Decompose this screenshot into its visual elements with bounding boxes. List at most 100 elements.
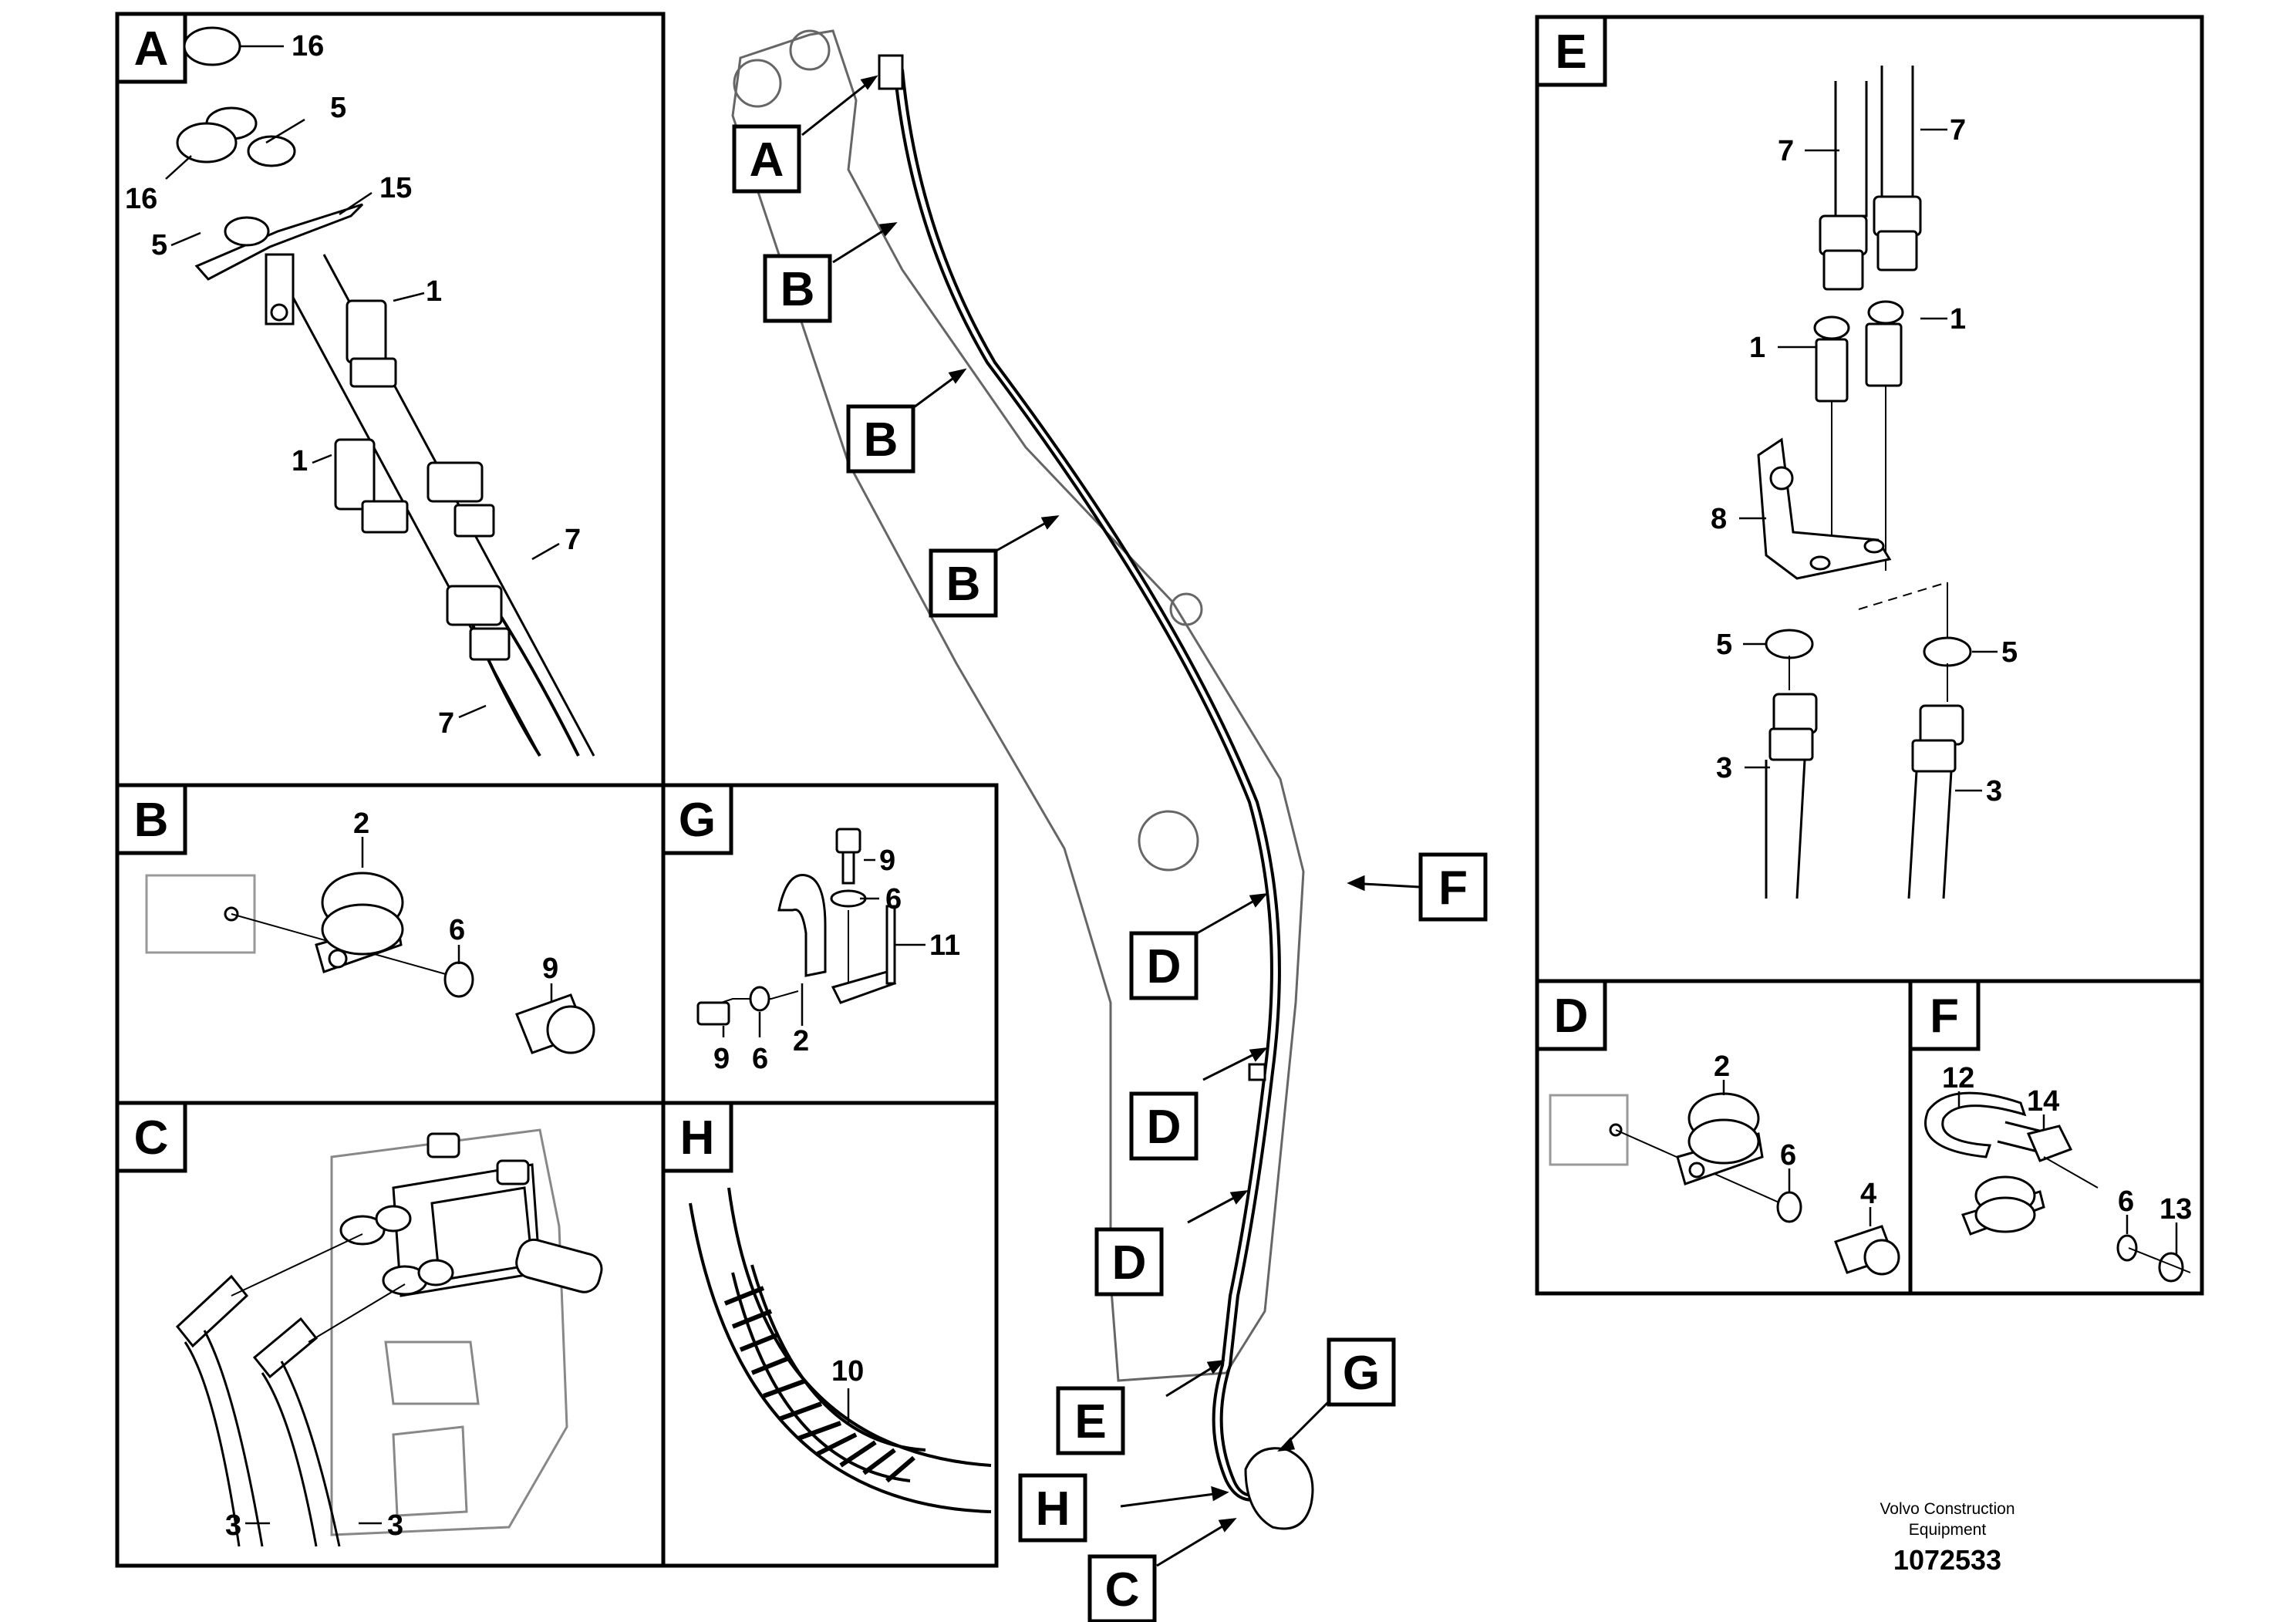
part-number-7: 7	[565, 524, 581, 556]
callout-box-g: G	[1327, 1337, 1396, 1407]
part-number-5: 5	[1716, 629, 1732, 661]
clamp-assembly-drawing	[145, 872, 595, 1054]
part-number-9: 9	[542, 953, 558, 985]
panel-g: G 9 6 11 9 6 2	[661, 783, 999, 1105]
callout-letter-d: D	[1147, 1101, 1182, 1154]
part-number-1: 1	[1749, 332, 1765, 364]
callout-box-b: B	[929, 548, 998, 618]
callout-letter-h: H	[1036, 1482, 1070, 1536]
panel-h-letter: H	[680, 1111, 715, 1165]
panel-f: F 12 14 6 13	[1908, 979, 2204, 1296]
part-number-3: 3	[1716, 752, 1732, 784]
part-number-2: 2	[353, 808, 369, 840]
part-number-14: 14	[2027, 1085, 2059, 1118]
panel-f-letter-box	[1908, 979, 1981, 1051]
footer: Volvo Construction Equipment 1072533	[1880, 1500, 2014, 1576]
panel-e-letter: E	[1555, 25, 1586, 79]
panel-a-part-numbers: 16 5 16 15 5 1 1 7 7	[125, 30, 581, 740]
panel-a-letter: A	[134, 22, 169, 76]
part-number-7: 7	[1778, 135, 1794, 167]
panel-d: D 2 6 4	[1535, 979, 1913, 1296]
part-number-7: 7	[438, 707, 454, 740]
panel-f-leaders	[1957, 1091, 2178, 1256]
part-number-15: 15	[379, 172, 412, 204]
panel-d-letter-box	[1535, 979, 1607, 1051]
panel-g-letter-box	[661, 783, 733, 855]
panel-c-part-numbers: 3 3	[225, 1509, 403, 1542]
panel-e-part-numbers: 7 7 1 1 8 5 5 3 3	[1711, 114, 2018, 808]
callout-box-b: B	[846, 404, 915, 474]
u-bolt-clamp-drawing	[1924, 1091, 2191, 1283]
panel-c-letter: C	[134, 1111, 169, 1165]
hose-guard-drawing	[689, 1187, 992, 1513]
panel-c: C 3 3	[115, 1101, 666, 1568]
callout-box-f: F	[1418, 852, 1488, 922]
part-number-1: 1	[426, 275, 442, 308]
callout-letter-c: C	[1105, 1563, 1140, 1617]
part-number-2: 2	[793, 1025, 809, 1057]
panel-d-leaders	[1722, 1080, 1872, 1226]
part-number-6: 6	[885, 883, 902, 916]
panel-g-letter: G	[679, 794, 716, 847]
part-number-16: 16	[292, 30, 324, 62]
panel-d-part-numbers: 2 6 4	[1714, 1050, 1876, 1210]
callout-letter-g: G	[1343, 1347, 1380, 1400]
panel-e-letter-box	[1535, 15, 1607, 87]
callout-box-e: E	[1056, 1386, 1125, 1455]
part-number-10: 10	[831, 1355, 864, 1388]
panel-f-part-numbers: 12 14 6 13	[1942, 1062, 2192, 1226]
callout-letter-a: A	[750, 133, 784, 187]
callout-box-d: D	[1094, 1227, 1164, 1297]
panel-g-leaders	[722, 858, 925, 1037]
panel-c-letter-box	[115, 1101, 187, 1173]
panel-e-frame	[1535, 15, 2204, 983]
callout-box-b: B	[763, 254, 832, 323]
part-number-6: 6	[2118, 1185, 2134, 1218]
callout-box-c: C	[1087, 1554, 1157, 1622]
valve-block-drawing	[175, 1128, 603, 1547]
part-number-7: 7	[1950, 114, 1966, 147]
panel-b-letter-box	[115, 783, 187, 855]
panel-b-part-numbers: 2 6 9	[353, 808, 558, 985]
callout-box-h: H	[1018, 1473, 1087, 1543]
part-number-9: 9	[713, 1043, 730, 1075]
callout-letter-b: B	[946, 558, 981, 611]
part-number-3: 3	[1986, 775, 2002, 808]
panel-f-letter: F	[1930, 990, 1959, 1043]
hose-fitting-assembly-drawing	[176, 26, 595, 757]
panel-h-frame	[661, 1101, 999, 1568]
panel-f-frame	[1908, 979, 2204, 1296]
panel-g-part-numbers: 9 6 11 9 6 2	[713, 845, 960, 1075]
callout-box-d: D	[1129, 931, 1199, 1000]
callout-letter-f: F	[1438, 862, 1468, 915]
part-number-1: 1	[292, 445, 308, 477]
part-number-1: 1	[1950, 303, 1966, 336]
part-number-2: 2	[1714, 1050, 1730, 1083]
part-number-6: 6	[1780, 1139, 1796, 1172]
part-number-6: 6	[449, 914, 465, 946]
callout-letter-b: B	[781, 263, 815, 316]
figure-number: 1072533	[1893, 1544, 2001, 1576]
part-number-5: 5	[151, 229, 167, 261]
part-number-3: 3	[387, 1509, 403, 1542]
bracket-clamp-drawing	[696, 828, 897, 1026]
panel-a: A	[115, 12, 666, 787]
part-number-3: 3	[225, 1509, 241, 1542]
part-number-11: 11	[929, 929, 960, 962]
panel-a-leaders	[165, 45, 560, 719]
part-number-16: 16	[125, 183, 157, 215]
panel-h-letter-box	[661, 1101, 733, 1173]
panel-b-leaders	[361, 837, 553, 1003]
callout-letter-d: D	[1112, 1236, 1147, 1290]
panel-a-letter-box	[115, 12, 187, 84]
panel-h: H 10	[661, 1101, 999, 1568]
callout-box-a: A	[732, 124, 801, 194]
callout-box-d: D	[1129, 1091, 1199, 1161]
panel-b: B 2 6 9	[115, 783, 666, 1105]
part-number-4: 4	[1860, 1178, 1876, 1210]
brand-line-1: Volvo Construction	[1880, 1500, 2014, 1518]
part-number-5: 5	[2001, 636, 2018, 669]
part-number-5: 5	[330, 92, 346, 124]
part-number-12: 12	[1942, 1062, 1974, 1094]
clamp-assembly-drawing	[1549, 1092, 1900, 1276]
